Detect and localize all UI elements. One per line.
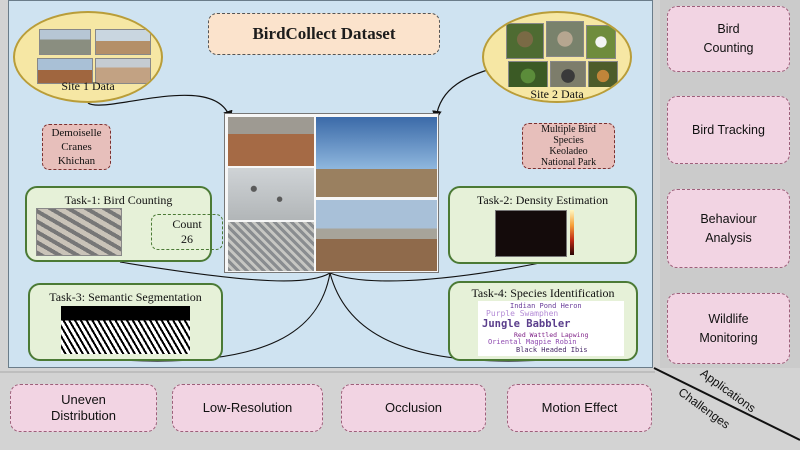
task3-segmentation-mask [61,306,190,354]
site2-photo-c [586,25,616,59]
app-line: Counting [703,41,754,55]
site2-description-line: National Park [540,157,597,168]
task4-title: Task-4: Species Identification [471,286,615,300]
app-line: Behaviour [700,211,757,226]
wordcloud-word: Jungle Babbler [482,318,571,330]
task2-title: Task-2: Density Estimation [476,193,609,207]
site1-ellipse: Site 1 Data [13,11,163,103]
challenge-line: Uneven [61,392,106,407]
site1-description-line: Khichan [57,155,96,167]
app-line: Wildlife [708,311,749,326]
challenge-line: Motion Effect [541,400,618,415]
task3-semantic-segmentation: Task-3: Semantic Segmentation [28,283,223,361]
task2-density-estimation: Task-2: Density Estimation [448,186,637,264]
task1-count-value: 26 [181,232,193,246]
task4-species-identification: Task-4: Species Identification Indian Po… [448,281,638,361]
site2-description-line: Species [553,135,584,146]
applications-challenges-divider [653,367,800,441]
collage-photo-dense-flock [228,222,314,271]
site1-description-line: Demoiselle [51,127,102,139]
site1-description: Demoiselle Cranes Khichan [42,124,111,170]
site2-label: Site 2 Data [484,87,630,101]
app-line: Analysis [705,230,752,245]
challenge-motion-effect: Motion Effect [507,384,652,432]
task3-title: Task-3: Semantic Segmentation [49,290,202,304]
site2-photo-b [546,21,584,57]
site1-description-line: Cranes [61,141,92,153]
wordcloud-word: Oriental Magpie Robin [488,338,577,346]
wordcloud-word: Black Headed Ibis [516,346,588,354]
app-line: Monitoring [699,330,758,345]
dataset-image-collage [224,113,439,273]
site2-ellipse: Site 2 Data [482,11,632,103]
site2-photo-a [506,23,544,59]
task1-image [36,208,122,256]
task1-count-label: Count [172,217,202,231]
site1-photo-a [39,29,91,55]
collage-photo-cranes-ground [228,117,314,166]
challenge-low-resolution: Low-Resolution [172,384,323,432]
task1-title: Task-1: Bird Counting [64,193,173,207]
task2-colorbar [570,210,574,255]
challenge-occlusion: Occlusion [341,384,486,432]
collage-photo-flock-sky [228,168,314,220]
site1-label: Site 1 Data [61,79,115,93]
collage-photo-blue-sky [316,117,437,197]
dataset-title: BirdCollect Dataset [208,13,440,55]
collage-photo-village [316,200,437,271]
wordcloud-word: Red Wattled Lapwing [514,331,589,339]
challenge-line: Low-Resolution [202,400,293,415]
site2-photo-e [550,61,586,91]
site2-description-line: Keoladeo [549,146,588,157]
task4-wordcloud: Indian Pond Heron Purple Swamphen Jungle… [478,301,624,356]
site1-photo-c [37,58,93,84]
challenge-line: Distribution [50,408,117,423]
site2-description: Multiple Bird Species Keoladeo National … [522,123,615,169]
app-line: Bird [717,22,740,36]
app-bird-tracking: Bird Tracking [667,96,790,164]
site1-photo-b [95,29,151,55]
wordcloud-word: Indian Pond Heron [510,302,582,310]
challenge-line: Occlusion [384,400,443,415]
app-line: Bird Tracking [692,122,765,137]
task2-density-map [495,210,567,257]
wordcloud-word: Purple Swamphen [486,309,559,318]
task1-count-box: Count 26 [151,214,223,250]
task1-bird-counting: Task-1: Bird Counting Count 26 [25,186,223,262]
site1-photo-d [95,58,151,84]
site2-description-line: Multiple Bird [541,124,596,135]
